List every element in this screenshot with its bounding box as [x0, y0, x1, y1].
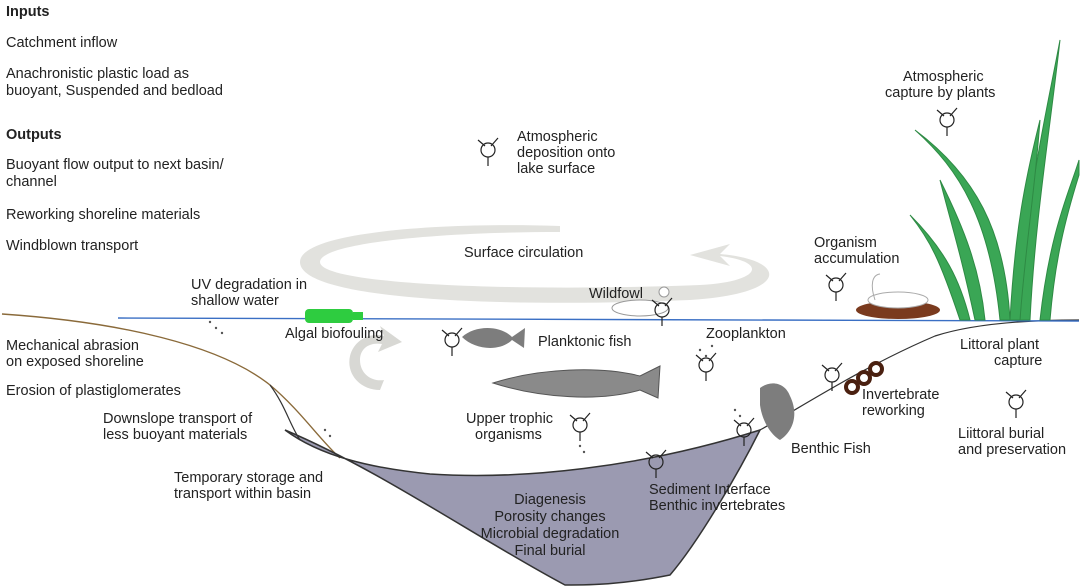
label-atm-deposition-3: lake surface — [517, 161, 596, 177]
label-uv-degradation-2: shallow water — [191, 293, 279, 309]
label-downslope-1: Downslope transport of — [103, 411, 253, 427]
label-temporary-storage-2: transport within basin — [174, 486, 312, 502]
label-surface-circulation: Surface circulation — [464, 245, 584, 261]
label-planktonic-fish: Planktonic fish — [538, 334, 632, 350]
label-sediment-interface-2: Benthic invertebrates — [649, 498, 786, 514]
label-littoral-burial-1: Liittoral burial — [958, 426, 1045, 442]
label-upper-trophic-2: organisms — [475, 427, 542, 443]
label-littoral-burial-2: and preservation — [958, 442, 1067, 458]
plastic-bottle — [305, 309, 363, 323]
label-wildfowl: Wildfowl — [589, 286, 643, 302]
pike-shape — [491, 365, 661, 399]
label-atm-deposition-1: Atmospheric — [517, 129, 598, 145]
label-downslope-2: less buoyant materials — [103, 427, 248, 443]
rotation-arrow — [349, 326, 402, 390]
label-erosion: Erosion of plastiglomerates — [6, 383, 181, 399]
basin-microbial: Microbial degradation — [480, 526, 620, 542]
reeds — [909, 39, 1080, 321]
label-uv-degradation-1: UV degradation in — [191, 277, 308, 293]
microplastic-particles — [208, 320, 742, 454]
planktonic-fish-shape — [462, 328, 525, 348]
label-sediment-interface-1: Sediment Interface — [649, 482, 771, 498]
sediment-basin — [284, 428, 762, 586]
invertebrate-snails — [844, 361, 884, 395]
basin-final-burial: Final burial — [514, 543, 586, 559]
output-windblown: Windblown transport — [6, 238, 139, 254]
basin-porosity: Porosity changes — [494, 509, 606, 525]
label-littoral-plant-2: capture — [994, 353, 1043, 369]
label-atm-capture-2: capture by plants — [885, 85, 996, 101]
surface-circulation-arrow — [300, 225, 770, 303]
observer-icons — [441, 107, 1027, 478]
label-atm-deposition-2: deposition onto — [517, 145, 616, 161]
label-atm-capture-1: Atmospheric — [903, 69, 984, 85]
left-slope — [269, 384, 301, 441]
output-buoyant-2: channel — [6, 174, 57, 190]
label-algal-biofouling: Algal biofouling — [285, 326, 384, 342]
label-benthic-fish: Benthic Fish — [791, 441, 871, 457]
label-mechanical-abrasion-1: Mechanical abrasion — [6, 338, 139, 354]
label-organism-accumulation-1: Organism — [814, 235, 877, 251]
swan — [867, 273, 929, 309]
label-invertebrate-reworking-1: Invertebrate — [862, 387, 940, 403]
output-buoyant-1: Buoyant flow output to next basin/ — [6, 157, 224, 173]
left-shoreline — [1, 313, 341, 459]
water-surface — [117, 317, 1080, 322]
label-zooplankton: Zooplankton — [706, 326, 786, 342]
label-invertebrate-reworking-2: reworking — [862, 403, 925, 419]
input-plastic-load-1: Anachronistic plastic load as — [6, 66, 189, 82]
label-littoral-plant-1: Littoral plant — [960, 337, 1039, 353]
label-upper-trophic-1: Upper trophic — [466, 411, 554, 427]
input-plastic-load-2: buoyant, Suspended and bedload — [6, 83, 223, 99]
benthic-fish-shape — [760, 383, 795, 440]
wildfowl-duck — [611, 286, 670, 317]
output-reworking: Reworking shoreline materials — [6, 207, 201, 223]
input-catchment: Catchment inflow — [6, 35, 118, 51]
basin-processes: Diagenesis Porosity changes Microbial de… — [470, 492, 630, 560]
label-organism-accumulation-2: accumulation — [814, 251, 900, 267]
outputs-heading: Outputs — [6, 127, 62, 143]
label-temporary-storage-1: Temporary storage and — [174, 470, 324, 486]
label-mechanical-abrasion-2: on exposed shoreline — [6, 354, 144, 370]
inputs-heading: Inputs — [6, 4, 50, 20]
basin-diagenesis: Diagenesis — [514, 492, 586, 508]
